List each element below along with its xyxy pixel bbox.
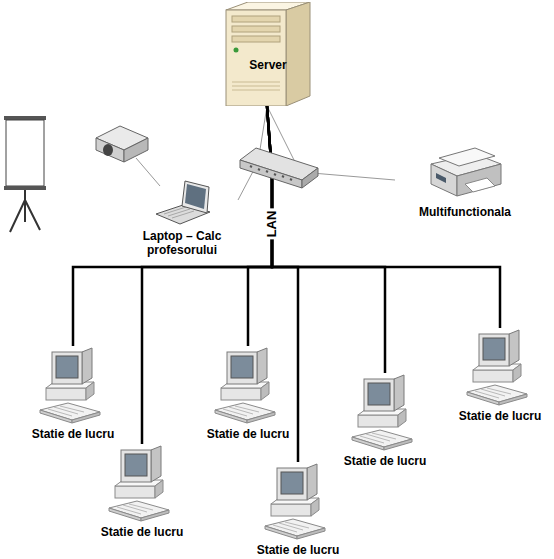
device-label: Statie de lucru [101,525,184,539]
projection-screen [4,116,46,232]
workstation-node: Statie de lucru [447,328,553,423]
server-icon [222,2,312,106]
network-cable [267,106,385,373]
laptop-node: Laptop – Calc profesorului [126,178,238,257]
workstation-node: Statie de lucru [195,346,301,441]
device-label: Laptop – Calc profesorului [126,229,238,257]
projector [96,126,148,162]
workstation-node: Statie de lucru [20,346,126,441]
workstation-node: Statie de lucru [89,444,195,539]
device-label: Statie de lucru [459,409,542,423]
station-icon [263,462,333,540]
server-node: Server [222,2,312,106]
laptop-icon [152,178,212,226]
station-icon [107,444,177,522]
projector-cable [136,158,160,186]
device-label: Statie de lucru [207,427,290,441]
station-icon [465,328,535,406]
workstation-node: Statie de lucru [332,373,438,468]
device-label: Server [222,58,314,72]
station-icon [350,373,420,451]
device-label: Multifunctionala [419,205,511,219]
station-icon [213,346,283,424]
station-icon [38,346,108,424]
device-label: Statie de lucru [257,543,340,557]
printer-icon [425,140,505,202]
network-label: LAN [265,209,279,240]
network-switch [240,148,318,188]
network-cable [73,106,272,346]
printer-node: Multifunctionala [395,140,535,219]
workstation-node: Statie de lucru [245,462,351,557]
device-label: Statie de lucru [344,454,427,468]
device-label: Statie de lucru [32,427,115,441]
